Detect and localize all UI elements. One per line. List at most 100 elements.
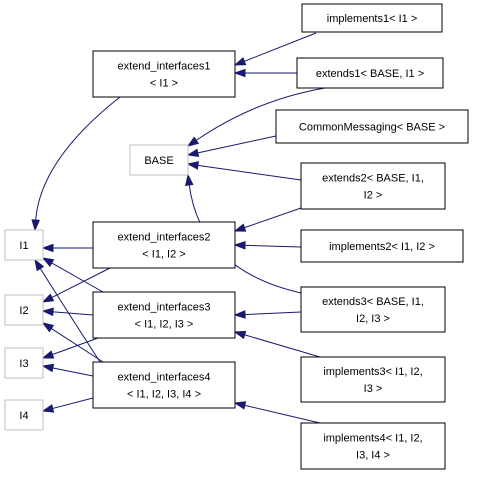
node-box (300, 356, 446, 403)
node-label: extend_interfaces2 (118, 232, 211, 244)
node-implements3[interactable]: implements3< I1, I2,I3 > (300, 356, 446, 403)
node-extend_interfaces4[interactable]: extend_interfaces4< I1, I2, I3, I4 > (92, 361, 236, 409)
node-extends1[interactable]: extends1< BASE, I1 > (296, 57, 444, 89)
node-label: extends1< BASE, I1 > (316, 68, 424, 80)
node-label: implements2< I1, I2 > (329, 241, 435, 253)
node-CommonMessaging[interactable]: CommonMessaging< BASE > (275, 109, 469, 144)
edge-line (50, 327, 104, 363)
edge-extend_interfaces4-to-I1 (34, 258, 101, 363)
edge-arrowhead (186, 148, 200, 157)
edge-extend_interfaces3-to-I1 (41, 257, 104, 293)
edge-arrowhead (233, 310, 246, 319)
edge-arrowhead (34, 258, 45, 272)
edge-extends2-to-extend_interfaces2 (233, 207, 302, 232)
edge-arrowhead (233, 241, 246, 250)
edge-arrowhead (41, 243, 54, 253)
node-box (300, 162, 446, 210)
node-box (300, 286, 446, 333)
node-label: I3 (19, 358, 28, 370)
node-extend_interfaces3[interactable]: extend_interfaces3 < I1, I2, I3 > (92, 291, 236, 339)
edge-extends1-to-BASE (186, 87, 326, 147)
node-extend_interfaces2[interactable]: extend_interfaces2 < I1, I2 > (92, 221, 236, 269)
edge-line (51, 397, 94, 410)
node-label: extend_interfaces3 (118, 302, 211, 314)
node-box (301, 3, 443, 33)
edge-extend_interfaces3-to-I2 (41, 307, 94, 317)
edge-extend_interfaces4-to-I2 (41, 322, 104, 363)
node-label: extend_interfaces1 (118, 61, 211, 73)
node-box (275, 109, 469, 144)
edge-line (243, 311, 302, 316)
node-box (4, 399, 44, 431)
edge-extends3-to-extend_interfaces3 (233, 310, 302, 319)
edges-layer (31, 32, 326, 424)
node-box (129, 144, 189, 176)
edge-extend_interfaces4-to-I4 (41, 397, 94, 413)
edge-extend_interfaces4-to-I3 (41, 363, 94, 377)
edge-CommonMessaging-to-BASE (186, 135, 277, 157)
node-box (4, 229, 44, 261)
node-extends2[interactable]: extends2< BASE, I1, I2 > (300, 162, 446, 210)
node-box (92, 291, 236, 339)
node-label: I2 > (364, 190, 383, 202)
node-label: extend_interfaces4 (118, 372, 211, 384)
node-box (4, 294, 44, 326)
edge-extend_interfaces1-to-I1 (31, 96, 121, 232)
node-I3[interactable]: I3 (4, 347, 44, 379)
node-extend_interfaces1[interactable]: extend_interfaces1 < I1 > (92, 50, 236, 98)
edge-line (195, 87, 326, 142)
node-box (92, 221, 236, 269)
edge-line (243, 334, 321, 358)
node-box (300, 229, 464, 263)
edge-arrowhead (233, 330, 247, 340)
node-box (296, 57, 444, 89)
edge-implements3-to-extend_interfaces3 (233, 330, 321, 358)
edge-line (196, 164, 302, 181)
node-box (92, 50, 236, 98)
edge-extends2-to-BASE (186, 161, 302, 181)
node-implements2[interactable]: implements2< I1, I2 > (300, 229, 464, 263)
node-label: implements1< I1 > (327, 13, 418, 25)
node-label: extends2< BASE, I1, (322, 173, 424, 185)
node-BASE[interactable]: BASE (129, 144, 189, 176)
edge-arrowhead (233, 223, 247, 232)
edge-arrowhead (41, 322, 55, 333)
node-box (4, 347, 44, 379)
node-I1[interactable]: I1 (4, 229, 44, 261)
node-label: < I1, I2 > (142, 249, 185, 261)
edge-line (35, 96, 121, 222)
node-label: < I1, I2, I3 > (135, 319, 194, 331)
node-label: I4 (19, 410, 28, 422)
edge-line (51, 311, 94, 316)
edge-implements2-to-extend_interfaces2 (233, 241, 302, 250)
node-I4[interactable]: I4 (4, 399, 44, 431)
edge-implements4-to-extend_interfaces4 (233, 401, 321, 424)
node-label: extends3< BASE, I1, (322, 296, 424, 308)
node-label: I1 (19, 240, 28, 252)
edge-arrowhead (233, 401, 247, 410)
node-implements4[interactable]: implements4< I1, I2,I3, I4 > (300, 422, 446, 470)
node-box (92, 361, 236, 409)
edge-line (243, 207, 302, 229)
edge-arrowhead (41, 363, 55, 373)
node-label: I3, I4 > (356, 450, 390, 462)
node-label: I2 (19, 305, 28, 317)
edge-arrowhead (233, 57, 247, 66)
edge-line (243, 32, 317, 63)
edge-extends1-to-extend_interfaces1 (233, 68, 297, 78)
node-label: implements3< I1, I2, (323, 366, 422, 378)
edge-extend_interfaces2-to-I1 (41, 243, 93, 253)
node-label: < I1 > (150, 78, 178, 90)
node-label: CommonMessaging< BASE > (299, 122, 445, 134)
node-implements1[interactable]: implements1< I1 > (301, 3, 443, 33)
edge-arrowhead (233, 68, 246, 78)
edge-arrowhead (41, 293, 55, 303)
nodes-layer: implements1< I1 > extend_interfaces1 < I1 … (4, 3, 469, 470)
edge-arrowhead (41, 404, 55, 413)
edge-arrowhead (41, 307, 54, 317)
node-extends3[interactable]: extends3< BASE, I1,I2, I3 > (300, 286, 446, 333)
node-I2[interactable]: I2 (4, 294, 44, 326)
edge-arrowhead (185, 173, 194, 186)
edge-extend_interfaces3-to-I3 (41, 337, 99, 359)
